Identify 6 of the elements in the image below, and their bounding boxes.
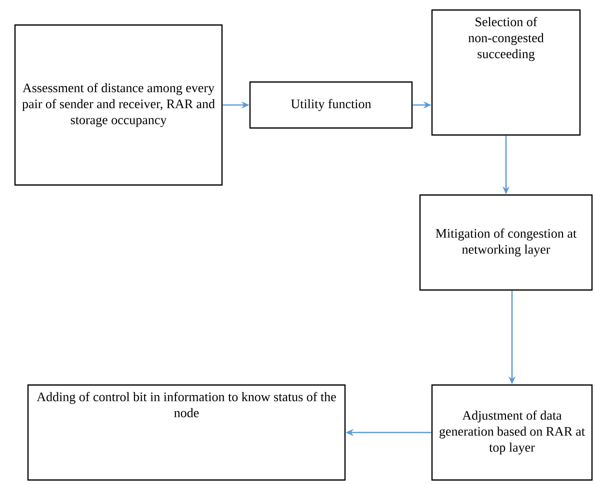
process-box: Adding of control bit in information to know status of the node xyxy=(27,384,346,481)
process-box: Adjustment of data generation based on RAR at top layer xyxy=(431,384,593,481)
process-box: Mitigation of congestion at networking layer xyxy=(419,194,593,291)
process-box: Selection of non-congested succeeding xyxy=(431,9,581,136)
process-box: Utility function xyxy=(249,81,413,129)
process-box: Assessment of distance among every pair of sender and receiver, RAR and storage occupancy xyxy=(14,24,223,186)
